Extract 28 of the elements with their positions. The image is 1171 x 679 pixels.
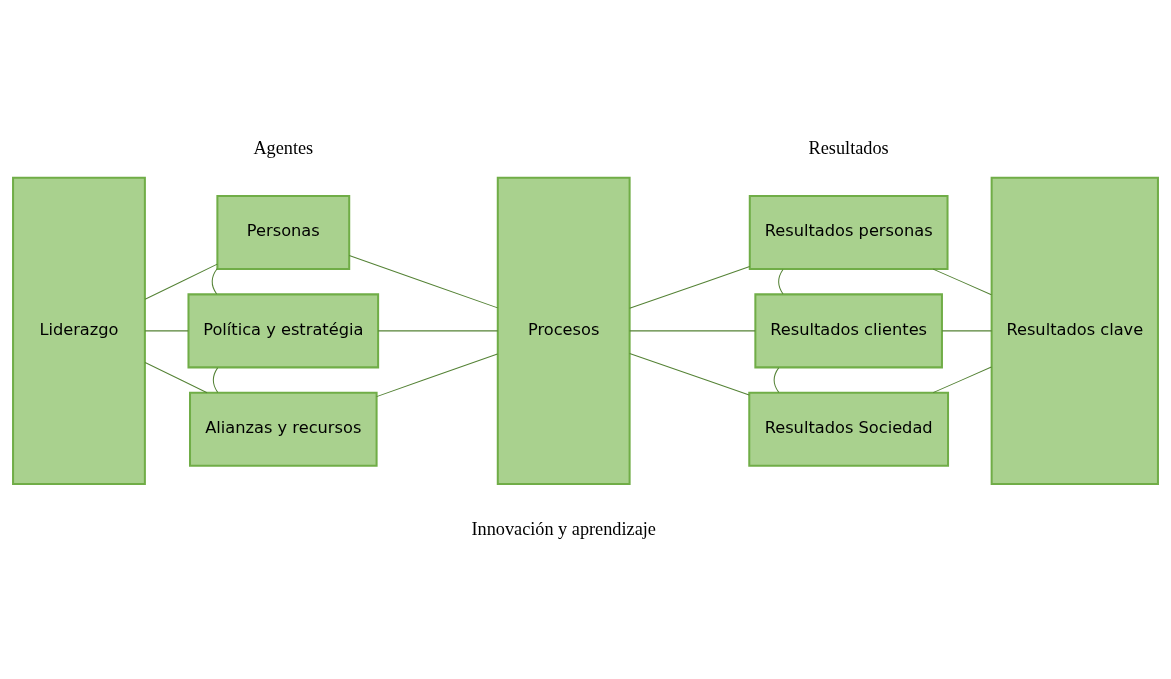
connector (348, 254, 499, 308)
connector (376, 352, 498, 397)
connector (377, 329, 499, 331)
node-box: Política y estratégia (187, 292, 380, 368)
connector (932, 366, 992, 393)
node-box: Resultados clave (990, 176, 1159, 485)
node-box: Liderazgo (12, 176, 146, 485)
node-box: Personas (216, 194, 351, 270)
node-box: Resultados personas (748, 194, 949, 270)
connector (212, 366, 219, 393)
connector (144, 263, 218, 300)
connector (629, 329, 756, 331)
node-box: Procesos (496, 176, 631, 485)
connector (773, 366, 780, 393)
connector (778, 268, 784, 294)
label: Resultados (808, 137, 889, 158)
connector (144, 361, 208, 393)
label: Agentes (253, 137, 314, 158)
node-box: Resultados clientes (754, 292, 943, 368)
connector (211, 267, 218, 294)
connector (629, 352, 750, 395)
connector (144, 329, 189, 331)
label: Innovación y aprendizaje (471, 518, 656, 539)
connector (629, 265, 751, 309)
connector (932, 268, 992, 295)
node-box: Alianzas y recursos (189, 391, 378, 467)
node-box: Resultados Sociedad (748, 391, 950, 467)
connector (941, 329, 993, 331)
